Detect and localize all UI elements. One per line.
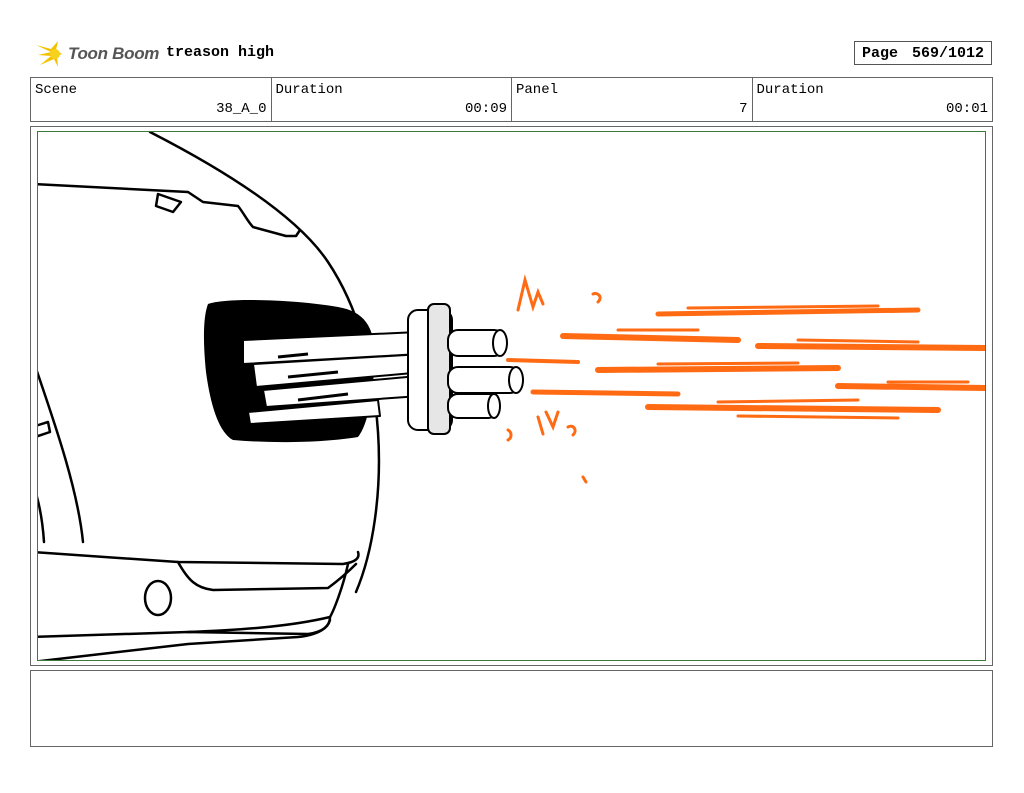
page-label: Page bbox=[861, 44, 898, 62]
logo-text: Toon Boom bbox=[68, 44, 160, 63]
duration-cell: Duration 00:09 bbox=[272, 78, 512, 121]
panel-value: 7 bbox=[739, 101, 748, 117]
toon-boom-logo: Toon Boom bbox=[34, 38, 159, 70]
duration-label: Duration bbox=[275, 82, 343, 98]
duration-value: 00:09 bbox=[464, 101, 507, 117]
panel-duration-label: Duration bbox=[756, 82, 824, 98]
car-sketch bbox=[38, 132, 381, 660]
panel-notes-box bbox=[30, 670, 993, 747]
starburst-icon bbox=[36, 41, 62, 67]
scene-label: Scene bbox=[35, 82, 78, 98]
gatling-gun bbox=[242, 303, 524, 435]
scene-info-table: Scene 38_A_0 Duration 00:09 Panel 7 Dura… bbox=[30, 77, 993, 122]
muzzle-flash bbox=[506, 274, 985, 484]
panel-label: Panel bbox=[516, 82, 559, 98]
panel-duration-value: 00:01 bbox=[945, 101, 988, 117]
panel-duration-cell: Duration 00:01 bbox=[753, 78, 993, 121]
storyboard-panel bbox=[37, 131, 986, 661]
project-title: treason high bbox=[166, 44, 275, 61]
page-indicator: Page 569/1012 bbox=[854, 41, 992, 65]
panel-cell: Panel 7 bbox=[512, 78, 753, 121]
storyboard-panel-frame bbox=[30, 126, 993, 666]
page-number: 569/1012 bbox=[912, 44, 985, 62]
scene-value: 38_A_0 bbox=[216, 101, 267, 117]
panel-drawing bbox=[38, 132, 985, 660]
scene-cell: Scene 38_A_0 bbox=[31, 78, 272, 121]
